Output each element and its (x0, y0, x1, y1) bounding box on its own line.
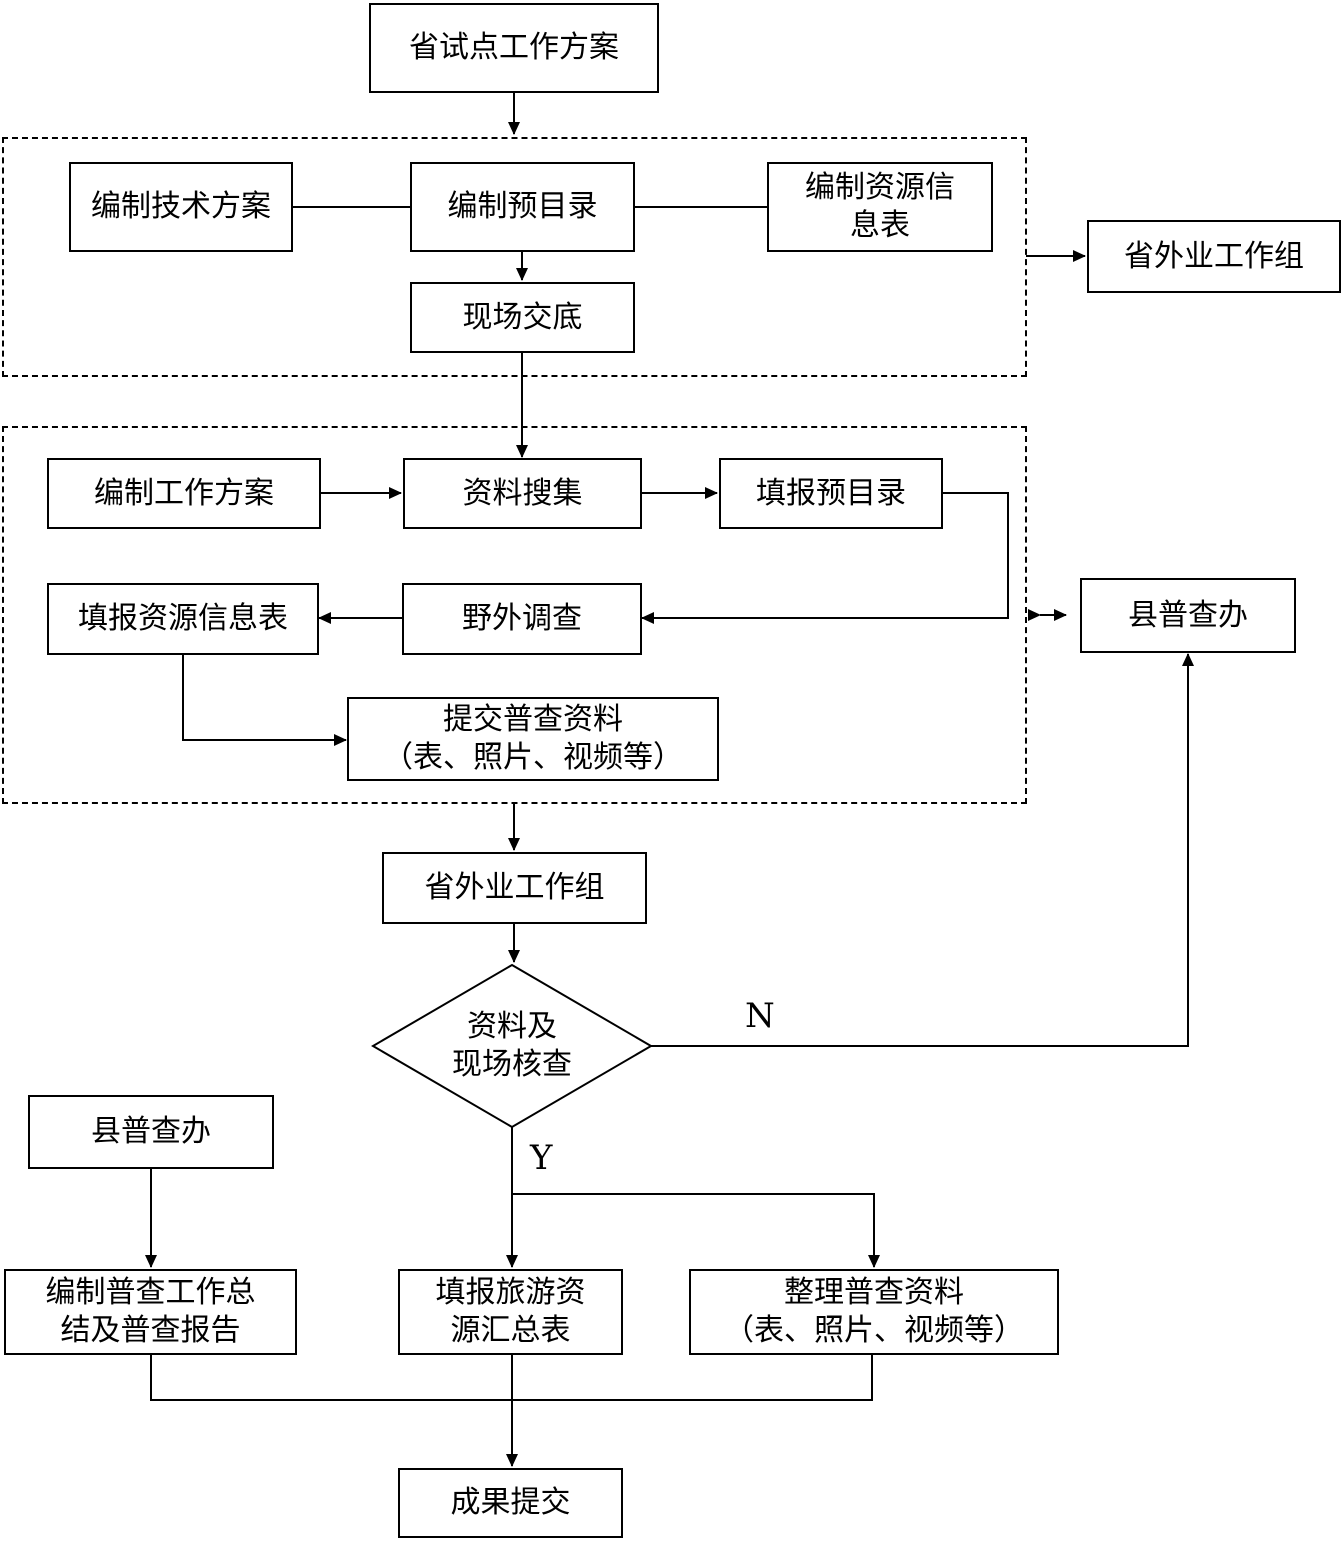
arrow-decision-no-to-county (651, 653, 1194, 1047)
data-collection-box: 资料搜集 (403, 458, 642, 529)
arrow-resinfo-to-submit (182, 654, 347, 746)
fill-pre-catalog-box: 填报预目录 (719, 458, 943, 529)
result-submit-box: 成果提交 (398, 1468, 623, 1538)
yes-label: Y (530, 1138, 553, 1178)
arrow-yes-to-organize (512, 1193, 880, 1268)
work-plan-box: 编制工作方案 (47, 458, 321, 529)
county-office-right-box: 县普查办 (1080, 578, 1296, 653)
tech-plan-box: 编制技术方案 (69, 162, 293, 252)
county-office-left-box: 县普查办 (28, 1095, 274, 1169)
arrow-fill-to-survey (641, 492, 1009, 624)
tourism-summary-box: 填报旅游资 源汇总表 (398, 1269, 623, 1355)
no-label: N (745, 996, 775, 1036)
submit-survey-box: 提交普查资料 （表、照片、视频等） (347, 697, 719, 781)
fill-resource-info-box: 填报资源信息表 (47, 583, 319, 655)
resource-info-box: 编制资源信 息表 (767, 162, 993, 252)
decision-diamond (371, 963, 653, 1129)
organize-survey-box: 整理普查资料 （表、照片、视频等） (689, 1269, 1059, 1355)
group-preparation (2, 137, 1027, 377)
group-survey (2, 426, 1027, 804)
summary-report-box: 编制普查工作总 结及普查报告 (4, 1269, 297, 1355)
pre-catalog-box: 编制预目录 (410, 162, 635, 252)
site-briefing-box: 现场交底 (410, 282, 635, 353)
provincial-field-group-mid-box: 省外业工作组 (382, 852, 647, 924)
decision-label: 资料及 现场核查 (452, 1009, 572, 1082)
provincial-field-group-top-box: 省外业工作组 (1087, 220, 1341, 293)
field-survey-box: 野外调查 (402, 583, 642, 655)
provincial-plan-box: 省试点工作方案 (369, 3, 659, 93)
